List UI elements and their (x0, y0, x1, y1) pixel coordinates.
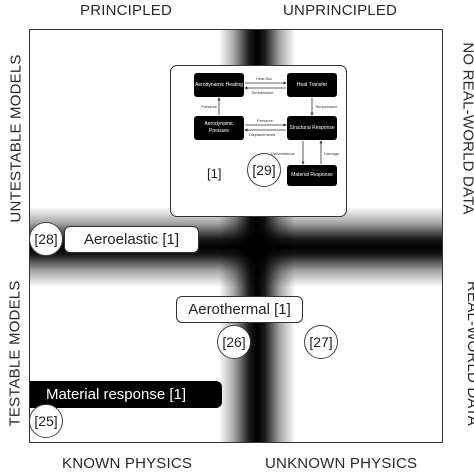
node-material-response: Material Response (287, 165, 337, 186)
edge-label-deformations: Deformations (271, 151, 295, 156)
axis-label-known-physics: KNOWN PHYSICS (62, 455, 193, 472)
axis-label-principled: PRINCIPLED (80, 2, 173, 19)
quadrant-plot: Aerodynamic Heating Heat Transfer Aerody… (29, 29, 443, 443)
axis-label-no-real-world-data: NO REAL-WORLD DATA (459, 42, 474, 215)
aeroelastic-label: Aeroelastic [1] (64, 226, 199, 253)
citation-circle-26: [26] (217, 325, 251, 359)
axis-label-unprincipled: UNPRINCIPLED (283, 2, 398, 19)
edge-label-pressure-left: Pressure (201, 104, 218, 109)
material-response-label: Material response [1] (30, 381, 222, 408)
citation-circle-25: [25] (30, 404, 63, 438)
edge-label-damage: Damage (324, 151, 340, 156)
citation-circle-28: [28] (30, 222, 63, 256)
axis-label-testable-models: TESTABLE MODELS (6, 280, 24, 427)
edge-label-displacements: Displacements (249, 132, 276, 137)
edge-label-temperature-right: Temperature (315, 104, 338, 109)
inset-arrows (217, 81, 323, 165)
coupled-physics-inset: Aerodynamic Heating Heat Transfer Aerody… (170, 65, 347, 217)
edge-label-pressure-mid: Pressure (257, 118, 274, 123)
edge-label-temperature-top: Temperature (251, 90, 274, 95)
citation-circle-27: [27] (304, 325, 338, 359)
node-aerodynamic-heating: Aerodynamic Heating (194, 73, 244, 97)
inset-reference: [1] (207, 166, 222, 181)
citation-circle-29: [29] (247, 153, 281, 187)
aerothermal-label: Aerothermal [1] (176, 296, 303, 323)
edge-label-heat-flux: Heat flux (256, 76, 272, 81)
node-structural-response: Structural Response (287, 116, 337, 140)
node-aerodynamic-pressure: Aerodynamic Pressure (194, 116, 244, 140)
axis-label-untestable-models: UNTESTABLE MODELS (7, 54, 25, 223)
axis-label-real-world-data: REAL-WORLD DATA (463, 281, 474, 426)
node-heat-transfer: Heat Transfer (287, 73, 337, 97)
axis-label-unknown-physics: UNKNOWN PHYSICS (265, 455, 418, 472)
